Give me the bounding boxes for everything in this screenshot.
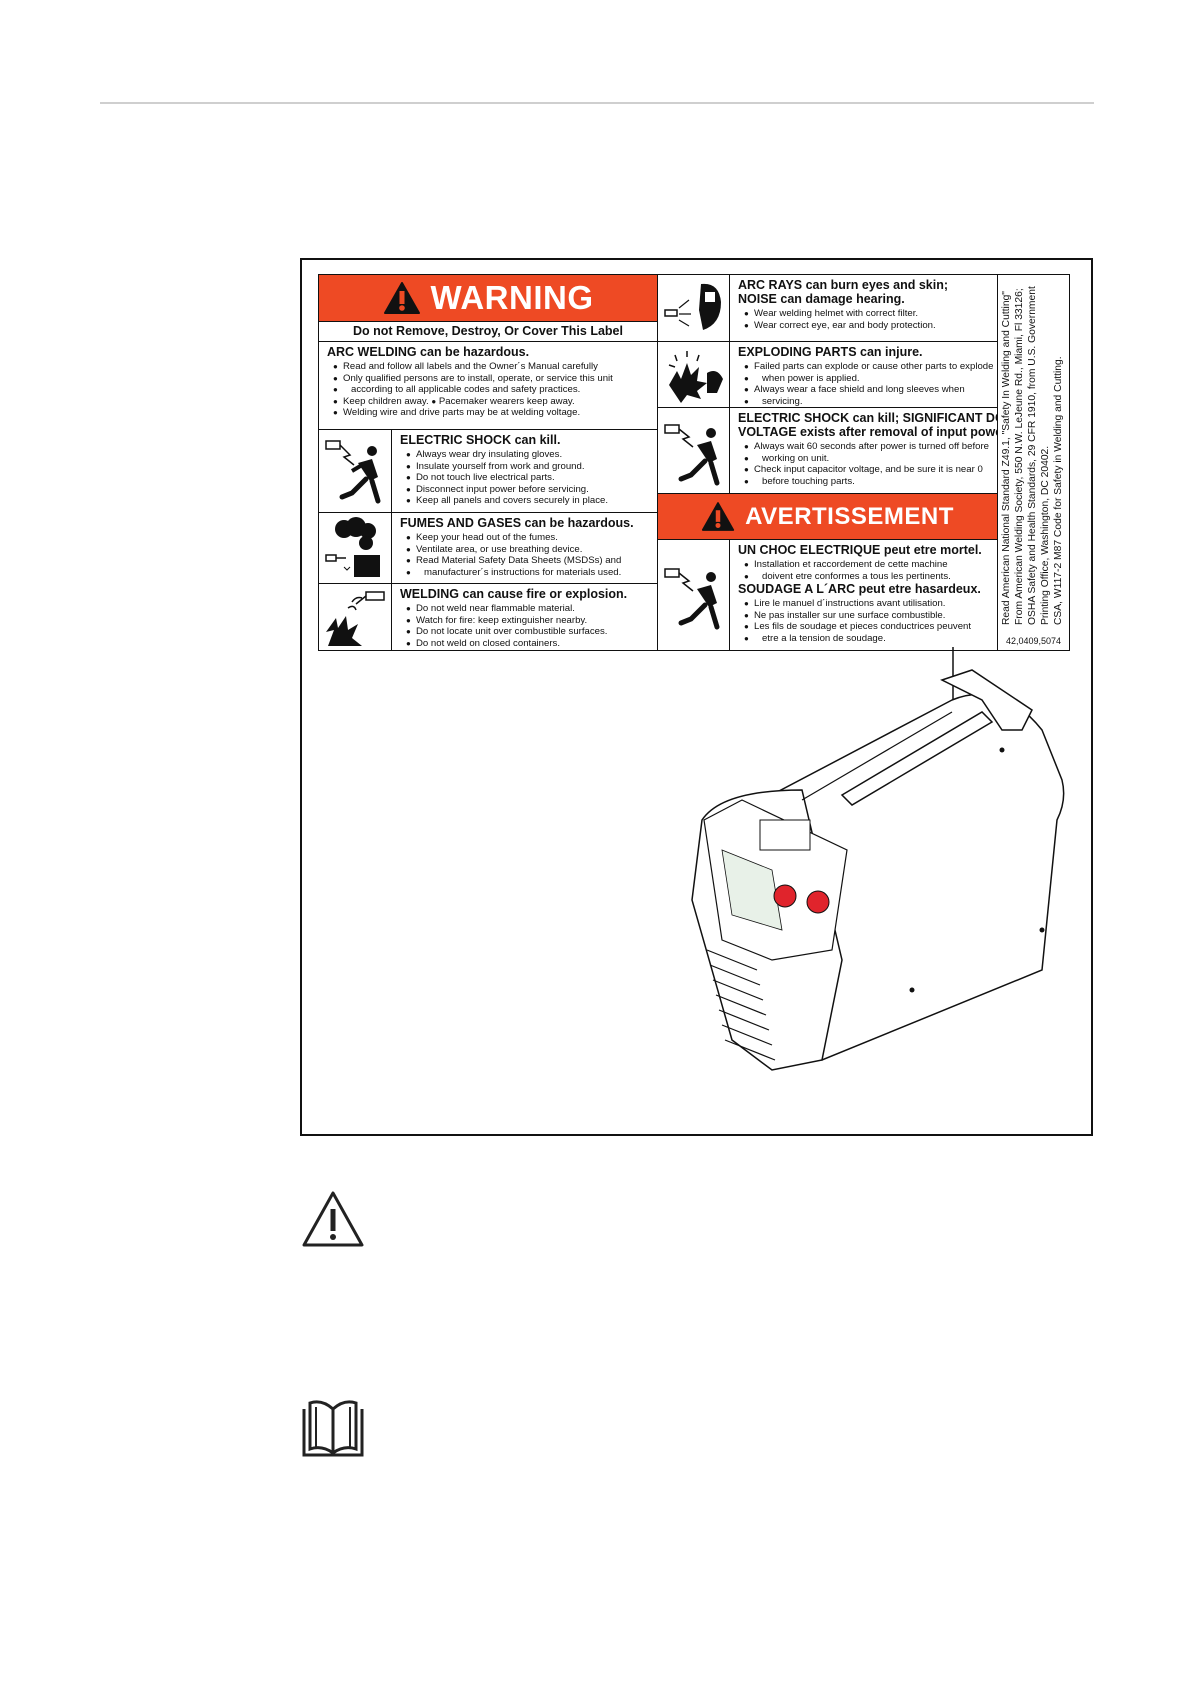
knob-right: [806, 890, 830, 914]
list-item: etre a la tension de soudage.: [744, 633, 997, 645]
list-item: Watch for fire: keep extinguisher nearby…: [406, 615, 657, 627]
list-item: before touching parts.: [744, 476, 997, 488]
arc-rays-icon: [657, 275, 729, 341]
warning-label: WARNING Do not Remove, Destroy, Or Cover…: [318, 274, 1070, 651]
vent-slats: [706, 949, 776, 1061]
section-heading: WELDING can cause fire or explosion.: [400, 587, 628, 601]
fumes-section: FUMES AND GASES can be hazardous. Keep y…: [391, 512, 657, 583]
handle-bracket: [940, 669, 1033, 731]
warning-triangle-icon: [383, 282, 420, 314]
list-item: Lire le manuel d´instructions avant util…: [744, 598, 997, 610]
list-item: Do not touch live electrical parts.: [406, 472, 657, 484]
arc-welding-section: ARC WELDING can be hazardous. Read and f…: [319, 341, 657, 429]
section-heading: EXPLODING PARTS can injure.: [738, 345, 923, 359]
list-item: Ne pas installer sur une surface combust…: [744, 610, 997, 622]
list-item: doivent etre conformes a tous les pertin…: [744, 571, 997, 583]
fumes-icon: [319, 512, 391, 583]
section-heading: FUMES AND GASES can be hazardous.: [400, 516, 634, 530]
list-item: when power is applied.: [744, 373, 997, 385]
avertissement-title: AVERTISSEMENT: [745, 502, 954, 530]
display: [759, 819, 811, 851]
arc-rays-section: ARC RAYS can burn eyes and skin; NOISE c…: [729, 275, 997, 341]
section-heading: ARC WELDING can be hazardous.: [327, 345, 530, 359]
part-code: 42,0409,5074: [1005, 636, 1061, 646]
dc-voltage-section: ELECTRIC SHOCK can kill; SIGNIFICANT DC …: [729, 407, 997, 493]
list-item: Failed parts can explode or cause other …: [744, 361, 997, 373]
header-rule: [100, 102, 1094, 104]
fire-section: WELDING can cause fire or explosion. Do …: [391, 583, 657, 650]
list-item: Do not weld near flammable material.: [406, 603, 657, 615]
section-heading: ELECTRIC SHOCK can kill.: [400, 433, 561, 447]
list-item: Wear welding helmet with correct filter.: [744, 308, 997, 320]
fire-explosion-icon: [319, 583, 391, 650]
electric-shock-icon: [319, 429, 391, 512]
french-section: UN CHOC ELECTRIQUE peut etre mortel. Ins…: [729, 539, 997, 650]
warning-title: WARNING: [430, 279, 594, 316]
standards-panel: Read American National Standard Z49.1, "…: [997, 275, 1069, 650]
warning-triangle-icon: [702, 502, 735, 531]
list-item: servicing.: [744, 396, 997, 407]
french-shock-icon: [657, 539, 729, 650]
section-heading: ELECTRIC SHOCK can kill; SIGNIFICANT DC: [738, 411, 997, 425]
list-item: Always wait 60 seconds after power is tu…: [744, 441, 997, 453]
dc-voltage-shock-icon: [657, 407, 729, 493]
label-figure: WARNING Do not Remove, Destroy, Or Cover…: [300, 258, 1093, 1136]
exploding-parts-icon: [657, 341, 729, 407]
section-heading: ARC RAYS can burn eyes and skin;: [738, 278, 949, 292]
warning-banner: WARNING: [319, 275, 657, 321]
list-item: according to all applicable codes and sa…: [333, 384, 657, 396]
list-item: Keep children away. ● Pacemaker wearers …: [333, 396, 657, 408]
list-item: Check input capacitor voltage, and be su…: [744, 464, 997, 476]
list-item: Do not weld on closed containers.: [406, 638, 657, 650]
section-heading: SOUDAGE A L´ARC peut etre hasardeux.: [738, 582, 981, 597]
list-item: Ventilate area, or use breathing device.: [406, 544, 657, 556]
list-item: Only qualified persons are to install, o…: [333, 373, 657, 385]
list-item: Les fils de soudage et pieces conductric…: [744, 621, 997, 633]
warning-subtitle: Do not Remove, Destroy, Or Cover This La…: [319, 321, 657, 341]
section-heading: VOLTAGE exists after removal of input po…: [738, 425, 997, 439]
open-book-icon: [302, 1400, 364, 1457]
list-item: Wear correct eye, ear and body protectio…: [744, 320, 997, 332]
list-item: manufacturer´s instructions for material…: [406, 567, 657, 579]
section-heading: UN CHOC ELECTRIQUE peut etre mortel.: [738, 543, 982, 557]
exploding-parts-section: EXPLODING PARTS can injure. Failed parts…: [729, 341, 997, 407]
list-item: Disconnect input power before servicing.: [406, 484, 657, 496]
avertissement-banner: AVERTISSEMENT: [657, 493, 997, 539]
warning-triangle-icon: [302, 1191, 364, 1247]
list-item: Always wear dry insulating gloves.: [406, 449, 657, 461]
list-item: Insulate yourself from work and ground.: [406, 461, 657, 473]
list-item: Installation et raccordement de cette ma…: [744, 559, 997, 571]
carry-handle: [840, 711, 994, 806]
list-item: Do not locate unit over combustible surf…: [406, 626, 657, 638]
knob-left: [773, 884, 797, 908]
control-panel: [703, 799, 848, 961]
list-item: Read Material Safety Data Sheets (MSDSs)…: [406, 555, 657, 567]
electric-shock-section: ELECTRIC SHOCK can kill. Always wear dry…: [391, 429, 657, 512]
list-item: Keep all panels and covers securely in p…: [406, 495, 657, 507]
panel-graphic: [721, 849, 783, 931]
list-item: Always wear a face shield and long sleev…: [744, 384, 997, 396]
list-item: Keep your head out of the fumes.: [406, 532, 657, 544]
section-heading: NOISE can damage hearing.: [738, 292, 905, 306]
welding-machine-illustration: [691, 647, 1065, 1071]
list-item: Welding wire and drive parts may be at w…: [333, 407, 657, 419]
list-item: working on unit.: [744, 453, 997, 465]
list-item: Read and follow all labels and the Owner…: [333, 361, 657, 373]
